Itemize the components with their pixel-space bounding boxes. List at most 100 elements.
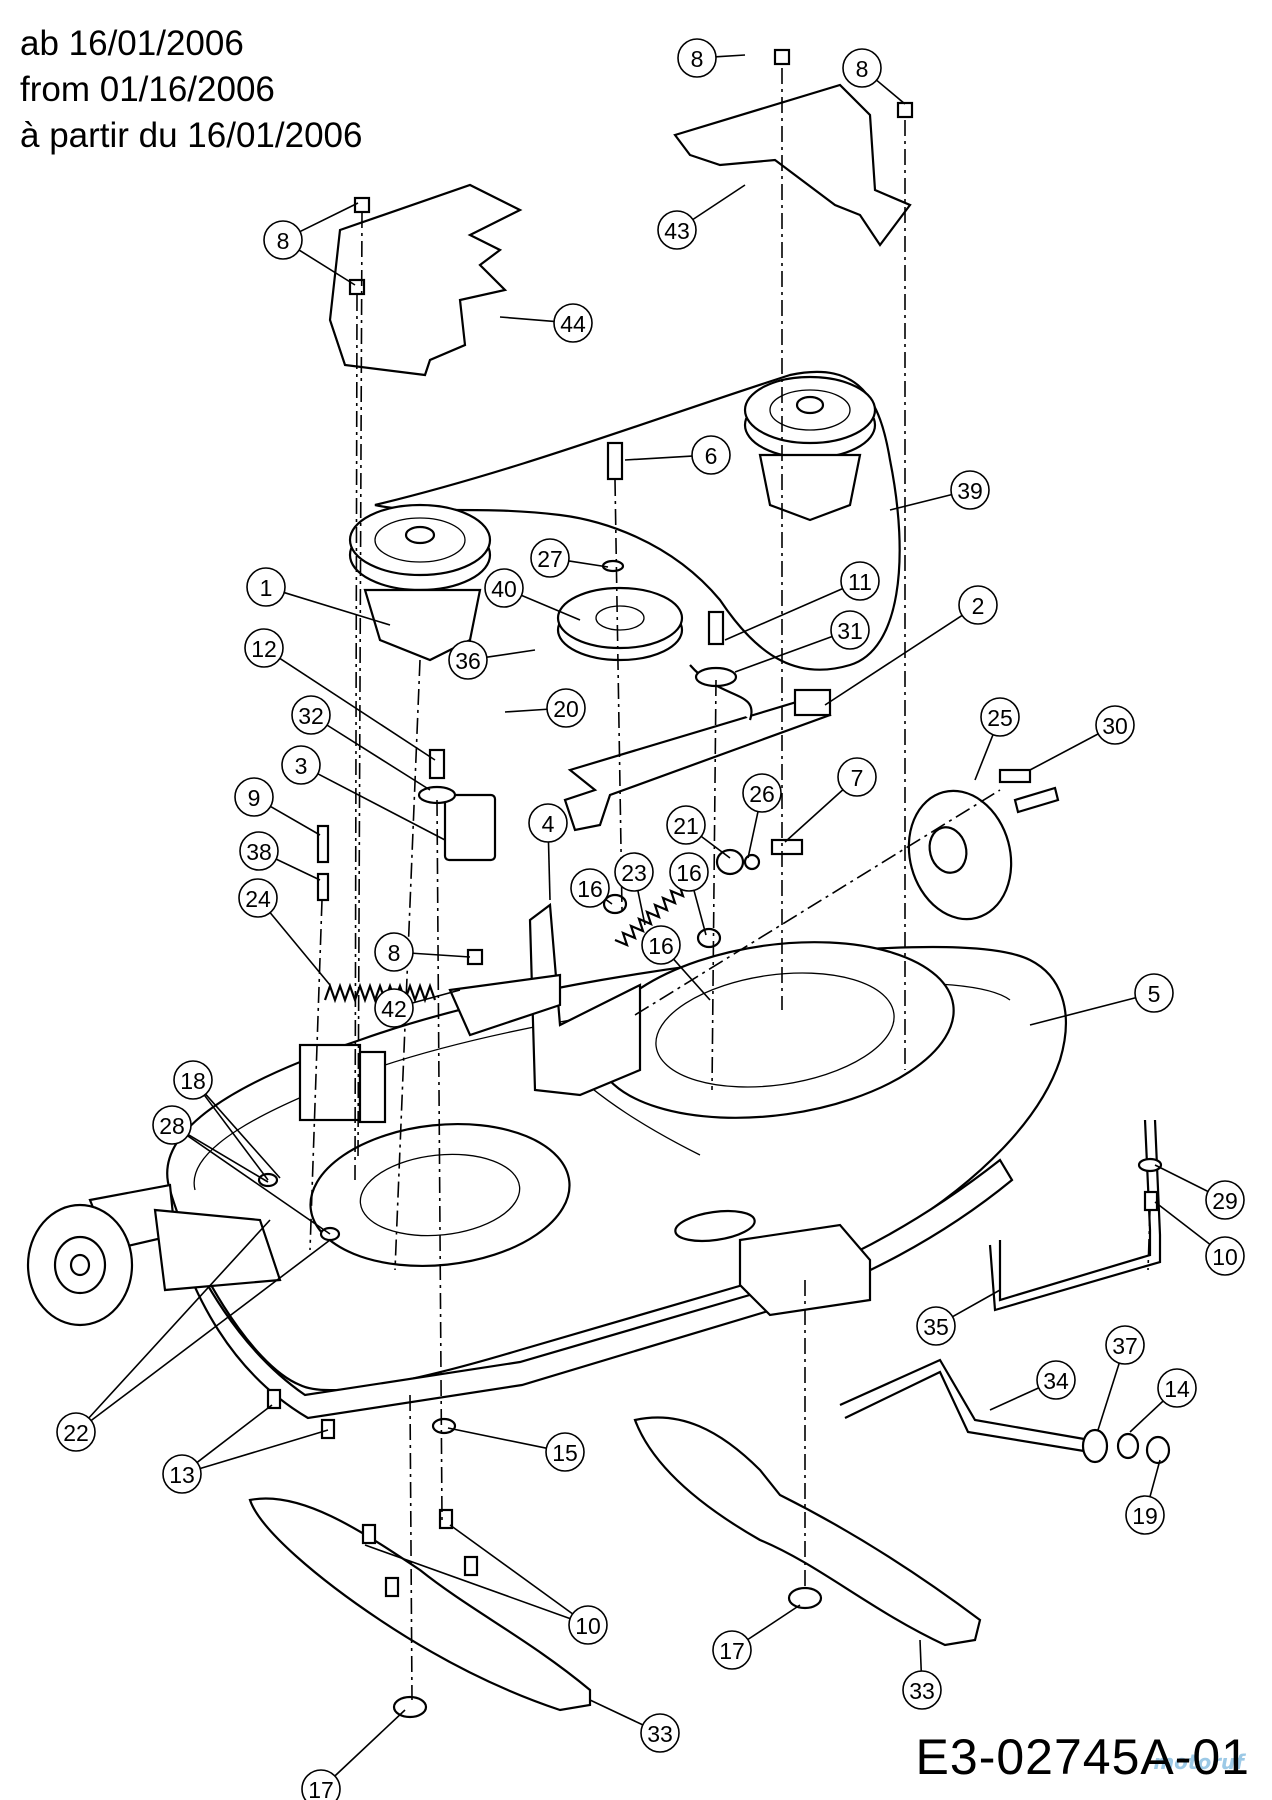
callout-bubble [677, 38, 717, 78]
callout-number: 14 [1164, 1376, 1190, 1402]
drive-belt [374, 370, 901, 671]
callout-leader-line [187, 1135, 331, 1235]
callout-number: 9 [248, 785, 261, 811]
cutting-blade-right [633, 1416, 982, 1647]
watermark-logo: motoruf [1153, 1750, 1244, 1774]
part-callout-19: 19 [1125, 1495, 1165, 1535]
part-callout-42: 42 [374, 988, 414, 1028]
part-callout-17: 17 [712, 1630, 752, 1670]
callout-leader-line [700, 835, 731, 859]
callout-bubble [546, 688, 586, 728]
part-callout-9: 9 [234, 777, 274, 817]
callout-bubble [842, 48, 882, 88]
callout-leader-line [203, 1094, 269, 1181]
part-callout-4: 4 [528, 803, 568, 843]
callout-bubble [545, 1432, 585, 1472]
part-callout-27: 27 [530, 538, 570, 578]
callout-number: 26 [749, 781, 775, 807]
callout-number: 8 [277, 228, 290, 254]
callout-number: 30 [1102, 713, 1128, 739]
part-callout-31: 31 [830, 610, 870, 650]
idler-pulley [556, 586, 684, 662]
callout-number: 4 [542, 811, 555, 837]
gauge-wheel-right [907, 786, 1060, 921]
callout-bubble [958, 585, 998, 625]
callout-bubble [570, 868, 610, 908]
callout-bubble [666, 805, 706, 845]
part-callout-8: 8 [374, 932, 414, 972]
callout-leader-line [521, 594, 581, 621]
callout-leader-line [447, 1427, 547, 1449]
callout-bubble [902, 1670, 942, 1710]
part-callout-1: 1 [246, 567, 286, 607]
part-callout-33: 33 [902, 1670, 942, 1710]
part-callout-22: 22 [56, 1412, 96, 1452]
callout-leader-line [547, 841, 551, 901]
callout-number: 2 [972, 593, 985, 619]
part-callout-2: 2 [958, 585, 998, 625]
callout-number: 38 [246, 839, 272, 865]
callout-number: 27 [537, 546, 563, 572]
callout-bubble [1036, 1360, 1076, 1400]
callout-bubble [640, 1713, 680, 1753]
callout-number: 16 [648, 933, 674, 959]
callout-leader-line [299, 202, 359, 233]
callout-bubble [1125, 1495, 1165, 1535]
callout-leader-line [196, 1404, 273, 1464]
callout-number: 13 [169, 1462, 195, 1488]
callout-bubble [246, 567, 286, 607]
callout-number: 40 [491, 576, 517, 602]
part-callout-21: 21 [666, 805, 706, 845]
callout-leader-line [604, 898, 613, 905]
callout-leader-line [637, 890, 646, 926]
callout-number: 16 [577, 876, 603, 902]
callout-leader-line [269, 912, 331, 986]
callout-leader-line [784, 789, 844, 843]
callout-number: 21 [673, 813, 699, 839]
callout-leader-line [1097, 1362, 1121, 1431]
part-callout-16: 16 [570, 868, 610, 908]
part-callout-44: 44 [553, 303, 593, 343]
callout-number: 33 [647, 1721, 673, 1747]
callout-leader-line [589, 1699, 644, 1726]
callout-bubble [263, 220, 303, 260]
part-callout-5: 5 [1134, 973, 1174, 1013]
callout-number: 15 [552, 1440, 578, 1466]
callout-number: 1 [260, 575, 273, 601]
callout-bubble [162, 1454, 202, 1494]
part-callout-13: 13 [162, 1454, 202, 1494]
callout-leader-line [989, 1387, 1040, 1411]
callout-leader-line [1129, 1400, 1164, 1433]
callout-number: 44 [560, 311, 586, 337]
callout-bubble [244, 628, 284, 668]
callout-bubble [950, 470, 990, 510]
callout-number: 8 [388, 940, 401, 966]
callout-leader-line [317, 773, 446, 841]
callout-number: 31 [837, 618, 863, 644]
callout-bubble [641, 925, 681, 965]
callout-leader-line [889, 493, 952, 511]
callout-number: 3 [295, 753, 308, 779]
callout-leader-line [747, 1604, 801, 1641]
callout-bubble [1205, 1180, 1245, 1220]
part-callout-35: 35 [916, 1306, 956, 1346]
validity-date-fr: à partir du 16/01/2006 [20, 116, 363, 155]
callout-leader-line [1154, 1201, 1211, 1246]
assembly-axis-lines [309, 68, 1151, 1701]
callout-leader-line [952, 1289, 1001, 1318]
part-callout-17: 17 [301, 1769, 341, 1800]
part-callout-10: 10 [1205, 1236, 1245, 1276]
callout-leader-line [1149, 1459, 1161, 1497]
callout-number: 29 [1212, 1188, 1238, 1214]
callout-number: 32 [298, 703, 324, 729]
callout-number: 43 [664, 218, 690, 244]
callout-leader-line [919, 1639, 923, 1672]
part-callout-8: 8 [263, 220, 303, 260]
part-callout-10: 10 [568, 1605, 608, 1645]
callout-number: 35 [923, 1314, 949, 1340]
callout-number: 36 [455, 648, 481, 674]
callout-number: 37 [1112, 1333, 1138, 1359]
part-callout-23: 23 [614, 852, 654, 892]
part-callout-14: 14 [1157, 1368, 1197, 1408]
